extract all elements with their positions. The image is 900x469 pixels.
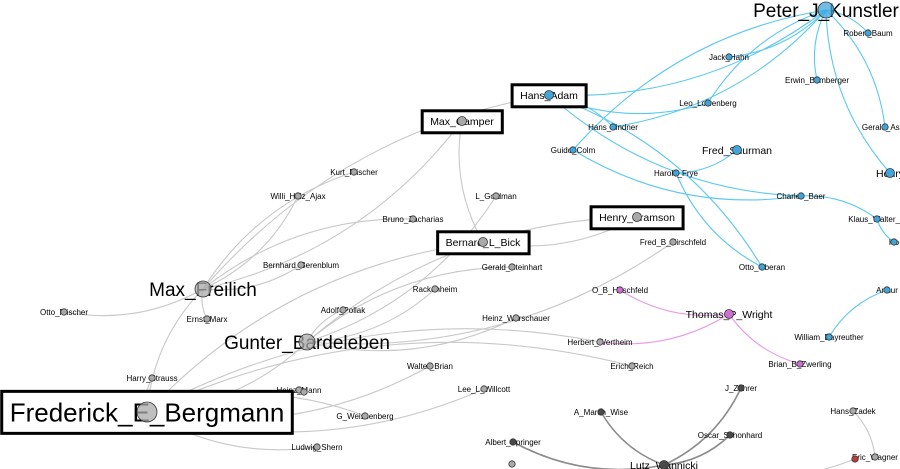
node-ajax[interactable] bbox=[294, 192, 302, 200]
node-gasch[interactable] bbox=[881, 123, 889, 131]
edge-zadek-wagner bbox=[852, 410, 876, 458]
edge-adam-freilich bbox=[202, 94, 550, 290]
node-brian[interactable] bbox=[426, 362, 434, 370]
edge-baer-walter bbox=[800, 195, 878, 220]
node-hoschfeld[interactable] bbox=[616, 286, 624, 294]
node-ho[interactable] bbox=[890, 238, 898, 246]
edge-schonhard-wannicki bbox=[663, 434, 731, 466]
node-baum[interactable] bbox=[864, 29, 872, 37]
edge-goldman-bardeleben bbox=[306, 195, 497, 343]
edge-wannicki-hmark bbox=[663, 458, 856, 469]
node-gamper[interactable] bbox=[457, 116, 467, 126]
edge-colm-baer bbox=[572, 149, 802, 201]
node-jhahn[interactable] bbox=[725, 53, 733, 61]
node-pollak[interactable] bbox=[339, 306, 347, 314]
node-bergmann[interactable] bbox=[136, 401, 158, 423]
node-shern[interactable] bbox=[313, 443, 321, 451]
edge-adam-oberan bbox=[548, 94, 763, 268]
node-plischer[interactable] bbox=[350, 168, 358, 176]
edge-gamper-bick bbox=[458, 120, 484, 243]
edge-reich-bergmann bbox=[146, 341, 633, 413]
node-lowenberg[interactable] bbox=[704, 99, 712, 107]
edge-springer-wannicki bbox=[512, 441, 665, 469]
edge-bayreuther-arthur bbox=[828, 289, 888, 338]
node-marx[interactable] bbox=[203, 315, 211, 323]
edge-kunstler-henry bbox=[825, 9, 891, 174]
node-shurman[interactable] bbox=[732, 145, 742, 155]
node-wannicki[interactable] bbox=[659, 460, 669, 469]
node-freilich[interactable] bbox=[194, 280, 212, 298]
edge-hirschfeld-bardeleben bbox=[306, 241, 674, 345]
edge-kunstler-lowenberg bbox=[707, 9, 827, 104]
node-strauss[interactable] bbox=[148, 374, 156, 382]
nodes-layer bbox=[60, 1, 898, 469]
node-bramson[interactable] bbox=[632, 212, 642, 222]
node-wagner[interactable] bbox=[871, 453, 879, 461]
edge-otto-freilich bbox=[63, 288, 204, 317]
node-springer[interactable] bbox=[509, 438, 517, 446]
node-zwerling[interactable] bbox=[796, 360, 804, 368]
node-wright[interactable] bbox=[724, 309, 734, 319]
node-hmark[interactable] bbox=[851, 455, 859, 463]
edge-wertheim-bergmann bbox=[146, 328, 601, 413]
node-rackenheim[interactable] bbox=[431, 285, 439, 293]
edge-rackenheim-bardeleben bbox=[306, 288, 436, 343]
node-goldman[interactable] bbox=[492, 192, 500, 200]
node-label-gasch: Gerald_Asch bbox=[862, 123, 900, 132]
node-weissenberg[interactable] bbox=[361, 412, 369, 420]
node-adam[interactable] bbox=[544, 90, 554, 100]
node-warschauer[interactable] bbox=[512, 314, 520, 322]
node-steinhart[interactable] bbox=[508, 263, 516, 271]
edge-hoschfeld-wright bbox=[619, 289, 730, 317]
edge-plischer-freilich bbox=[202, 171, 355, 290]
node-henry[interactable] bbox=[885, 168, 895, 178]
node-bm2[interactable] bbox=[508, 460, 516, 468]
edge-wright-zwerling bbox=[728, 313, 801, 365]
node-wertheim[interactable] bbox=[596, 338, 604, 346]
node-berenblum[interactable] bbox=[297, 261, 305, 269]
edge-zacharias-freilich bbox=[202, 218, 414, 290]
edge-kunstler-gasch bbox=[825, 9, 886, 128]
node-hirschfeld[interactable] bbox=[669, 238, 677, 246]
node-colm[interactable] bbox=[569, 146, 577, 154]
edge-kunstler-colm bbox=[572, 9, 827, 151]
node-zadek[interactable] bbox=[849, 407, 857, 415]
node-bick[interactable] bbox=[478, 237, 488, 247]
edge-steinhart-bardeleben bbox=[306, 266, 513, 343]
edge-shurman-frye bbox=[675, 149, 738, 174]
edge-frye-oberan bbox=[675, 172, 763, 268]
node-otto[interactable] bbox=[60, 308, 68, 316]
edge-gamper-freilich bbox=[202, 120, 463, 290]
node-bamberger[interactable] bbox=[813, 76, 821, 84]
edge-ajax-freilich bbox=[202, 195, 299, 290]
node-walter[interactable] bbox=[873, 215, 881, 223]
edge-kunstler-adam bbox=[548, 9, 827, 97]
node-mwise[interactable] bbox=[597, 408, 605, 416]
edges-layer bbox=[63, 9, 895, 469]
node-bm1[interactable] bbox=[300, 388, 308, 396]
node-zahrer[interactable] bbox=[737, 384, 745, 392]
node-oberan[interactable] bbox=[758, 263, 766, 271]
node-reich[interactable] bbox=[628, 362, 636, 370]
node-willcott[interactable] bbox=[480, 385, 488, 393]
node-bayreuther[interactable] bbox=[825, 333, 833, 341]
node-kunstler[interactable] bbox=[817, 1, 835, 19]
node-lindner[interactable] bbox=[609, 123, 617, 131]
node-baer[interactable] bbox=[797, 192, 805, 200]
edge-adam-baer bbox=[548, 94, 802, 197]
node-zacharias[interactable] bbox=[409, 215, 417, 223]
edge-bick-bergmann bbox=[146, 241, 484, 413]
edge-wright-wertheim bbox=[599, 313, 730, 345]
edge-zahrer-wannicki bbox=[663, 387, 742, 466]
node-arthur[interactable] bbox=[883, 286, 891, 294]
edge-kunstler-lindner bbox=[612, 9, 827, 128]
node-frye[interactable] bbox=[672, 169, 680, 177]
edge-kunstler-jhahn bbox=[728, 9, 827, 58]
edge-berenblum-freilich bbox=[202, 264, 302, 291]
node-bardeleben[interactable] bbox=[298, 333, 316, 351]
node-schonhard[interactable] bbox=[726, 431, 734, 439]
edge-mwise-wannicki bbox=[600, 411, 665, 466]
